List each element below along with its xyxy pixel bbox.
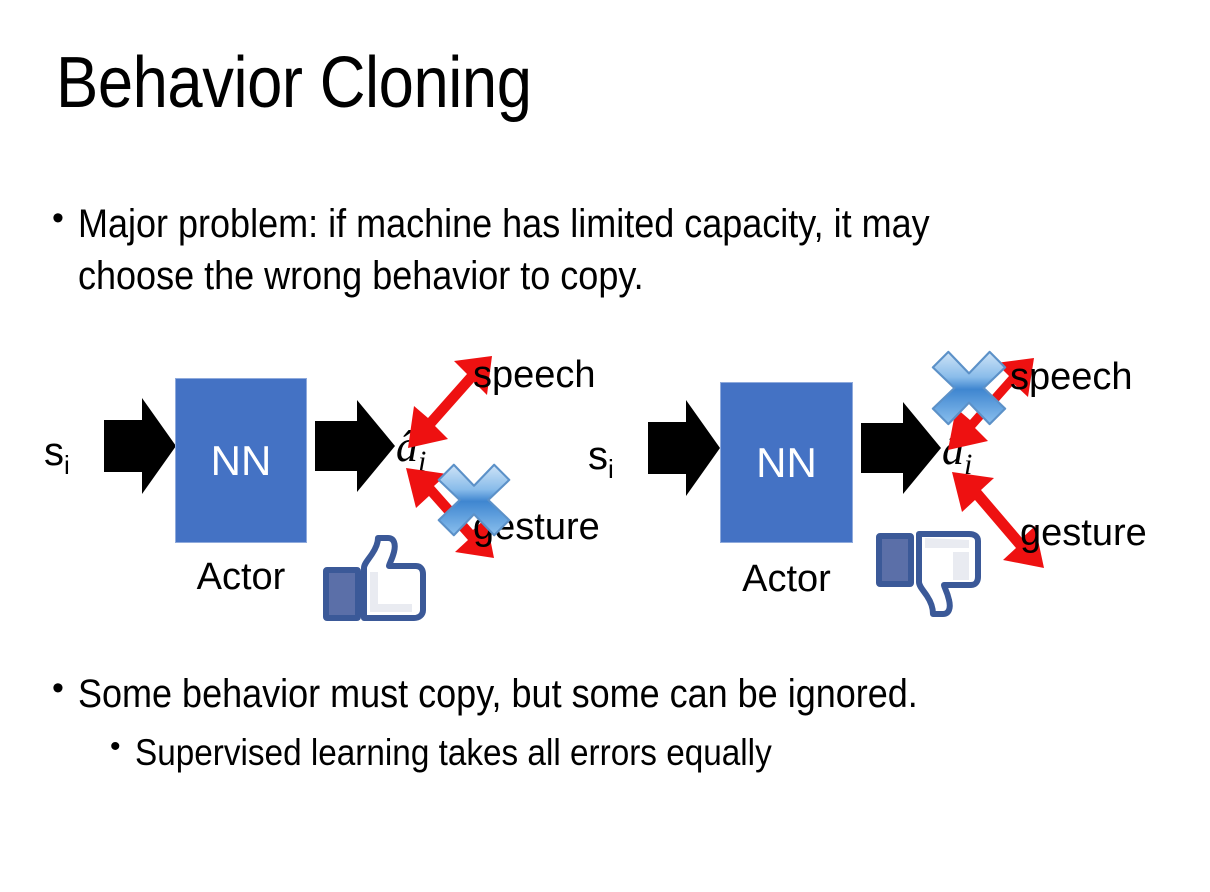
bullet-major-problem-text: Major problem: if machine has limited ca… (77, 202, 940, 298)
blocked-x-icon-gesture-left (437, 463, 511, 537)
bullet-major-problem: • Major problem: if machine has limited … (52, 198, 1162, 302)
bullet-marker-icon: • (110, 730, 121, 763)
branch-arrow-speech-left (408, 356, 492, 448)
state-input-label-left: si (44, 430, 70, 480)
state-input-label-right: si (588, 434, 614, 484)
nn-box-right: NN (720, 382, 853, 543)
diagram-left-good-copy: si NN Actor âi speech (44, 354, 600, 621)
thumbs-down-icon (876, 531, 981, 617)
blocked-x-icon-speech-right (931, 350, 1007, 426)
bullet-supervised-learning: • Supervised learning takes all errors e… (110, 729, 1170, 777)
bullet-marker-icon: • (52, 199, 64, 237)
bullet-marker-icon: • (52, 669, 64, 707)
branch-arrow-gesture-right (952, 472, 1044, 568)
output-arrow-left (315, 400, 395, 492)
input-arrow-right (648, 400, 720, 496)
thumbs-up-icon (323, 535, 426, 621)
diagram-right-wrong-copy: si NN Actor âi speech (548, 0, 1153, 892)
actor-caption-right: Actor (742, 558, 831, 600)
bullet-supervised-learning-text: Supervised learning takes all errors equ… (134, 732, 772, 773)
bullet-some-behavior-text: Some behavior must copy, but some can be… (77, 672, 918, 716)
nn-box-label-right: NN (756, 438, 817, 486)
actor-caption-left: Actor (196, 556, 286, 598)
input-arrow-left (104, 398, 176, 494)
nn-box-label-left: NN (210, 436, 272, 484)
branch-label-gesture-right: gesture (1020, 512, 1147, 554)
nn-box-left: NN (175, 378, 307, 543)
output-arrow-right (861, 402, 941, 494)
page-title: Behavior Cloning (56, 43, 532, 123)
branch-label-speech-right: speech (1010, 356, 1133, 398)
branch-label-speech-left: speech (473, 354, 596, 396)
bullet-some-behavior: • Some behavior must copy, but some can … (52, 668, 1172, 720)
